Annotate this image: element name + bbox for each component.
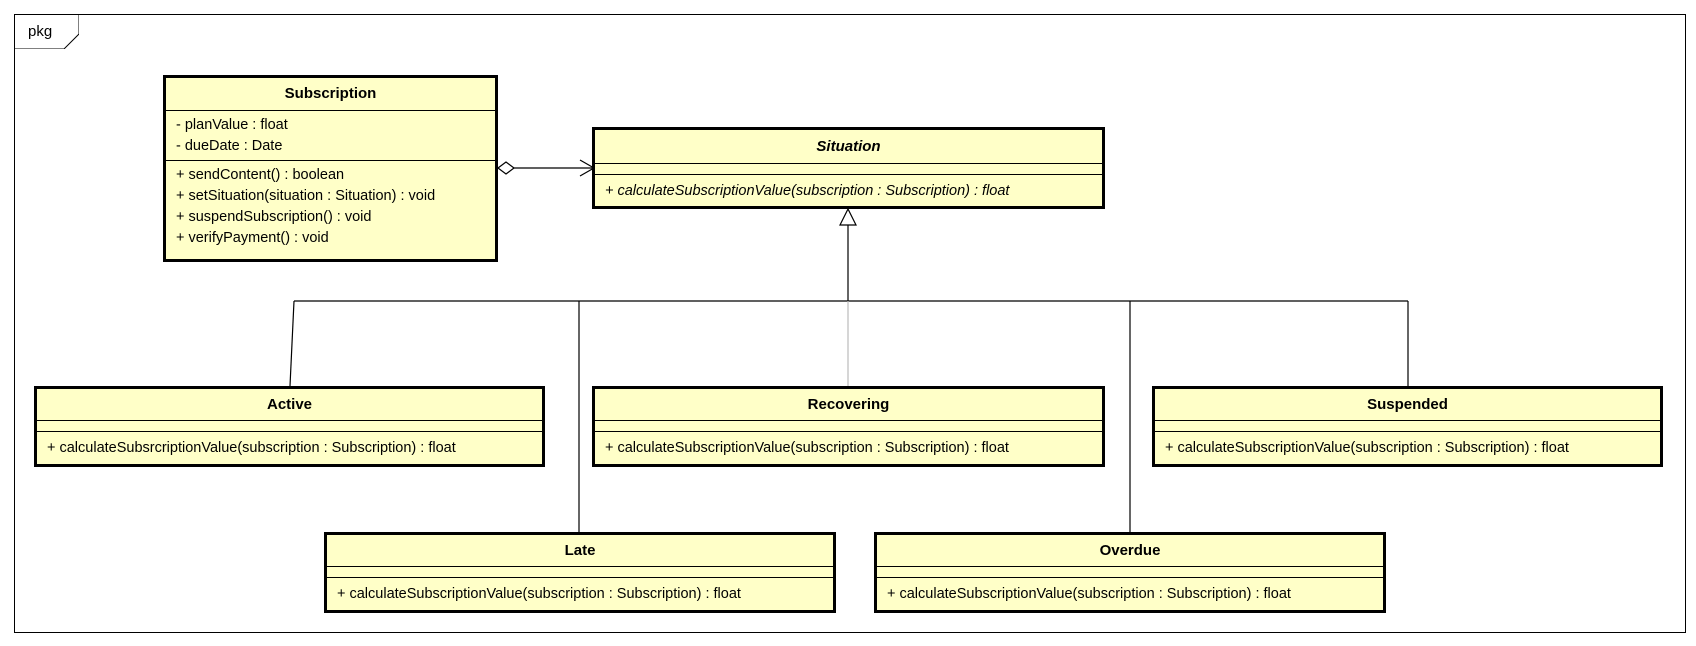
operation: + calculateSubscriptionValue(subscriptio…	[337, 586, 741, 602]
attributes-compartment	[595, 163, 1102, 174]
operations-compartment: + calculateSubscriptionValue(subscriptio…	[1155, 431, 1660, 459]
class-name: Late	[564, 542, 596, 559]
operation: + calculateSubscriptionValue(subscriptio…	[605, 183, 1010, 199]
aggregation-subscription-situation	[497, 159, 596, 177]
operation: + setSituation(situation : Situation) : …	[176, 188, 436, 204]
class-subscription[interactable]: Subscription - planValue : float - dueDa…	[163, 75, 498, 262]
operations-compartment: + calculateSubscriptionValue(subscriptio…	[595, 174, 1102, 202]
class-name: Recovering	[807, 396, 890, 413]
class-recovering[interactable]: Recovering + calculateSubscriptionValue(…	[592, 386, 1105, 467]
attributes-compartment	[595, 420, 1102, 431]
operation: + calculateSubscriptionValue(subscriptio…	[887, 586, 1291, 602]
attributes-compartment	[1155, 420, 1660, 431]
class-name: Suspended	[1367, 396, 1448, 413]
operations-compartment: + calculateSubsrcriptionValue(subscripti…	[37, 431, 542, 459]
class-name: Situation	[816, 138, 881, 155]
package-tab	[14, 14, 79, 49]
operation: + calculateSubsrcriptionValue(subscripti…	[47, 440, 456, 456]
attributes-compartment: - planValue : float - dueDate : Date	[166, 110, 495, 160]
class-overdue[interactable]: Overdue + calculateSubscriptionValue(sub…	[874, 532, 1386, 613]
attributes-compartment	[327, 566, 833, 577]
operation: + suspendSubscription() : void	[176, 209, 372, 225]
class-suspended[interactable]: Suspended + calculateSubscriptionValue(s…	[1152, 386, 1663, 467]
attribute: - dueDate : Date	[176, 138, 283, 154]
class-situation[interactable]: Situation + calculateSubscriptionValue(s…	[592, 127, 1105, 209]
class-name: Subscription	[284, 85, 377, 102]
operation: + verifyPayment() : void	[176, 230, 329, 246]
operation: + calculateSubscriptionValue(subscriptio…	[1165, 440, 1569, 456]
operations-compartment: + sendContent() : boolean + setSituation…	[166, 160, 495, 249]
generalization-tree	[289, 207, 1409, 532]
attribute: - planValue : float	[176, 117, 288, 133]
package-label: pkg	[28, 23, 53, 40]
attributes-compartment	[877, 566, 1383, 577]
package-frame	[14, 14, 1686, 633]
attributes-compartment	[37, 420, 542, 431]
class-active[interactable]: Active + calculateSubsrcriptionValue(sub…	[34, 386, 545, 467]
operation: + calculateSubscriptionValue(subscriptio…	[605, 440, 1009, 456]
class-late[interactable]: Late + calculateSubscriptionValue(subscr…	[324, 532, 836, 613]
class-name: Active	[266, 396, 313, 413]
operations-compartment: + calculateSubscriptionValue(subscriptio…	[595, 431, 1102, 459]
operations-compartment: + calculateSubscriptionValue(subscriptio…	[877, 577, 1383, 605]
operations-compartment: + calculateSubscriptionValue(subscriptio…	[327, 577, 833, 605]
class-name: Overdue	[1099, 542, 1161, 559]
link-active	[289, 300, 295, 387]
operation: + sendContent() : boolean	[176, 167, 345, 183]
